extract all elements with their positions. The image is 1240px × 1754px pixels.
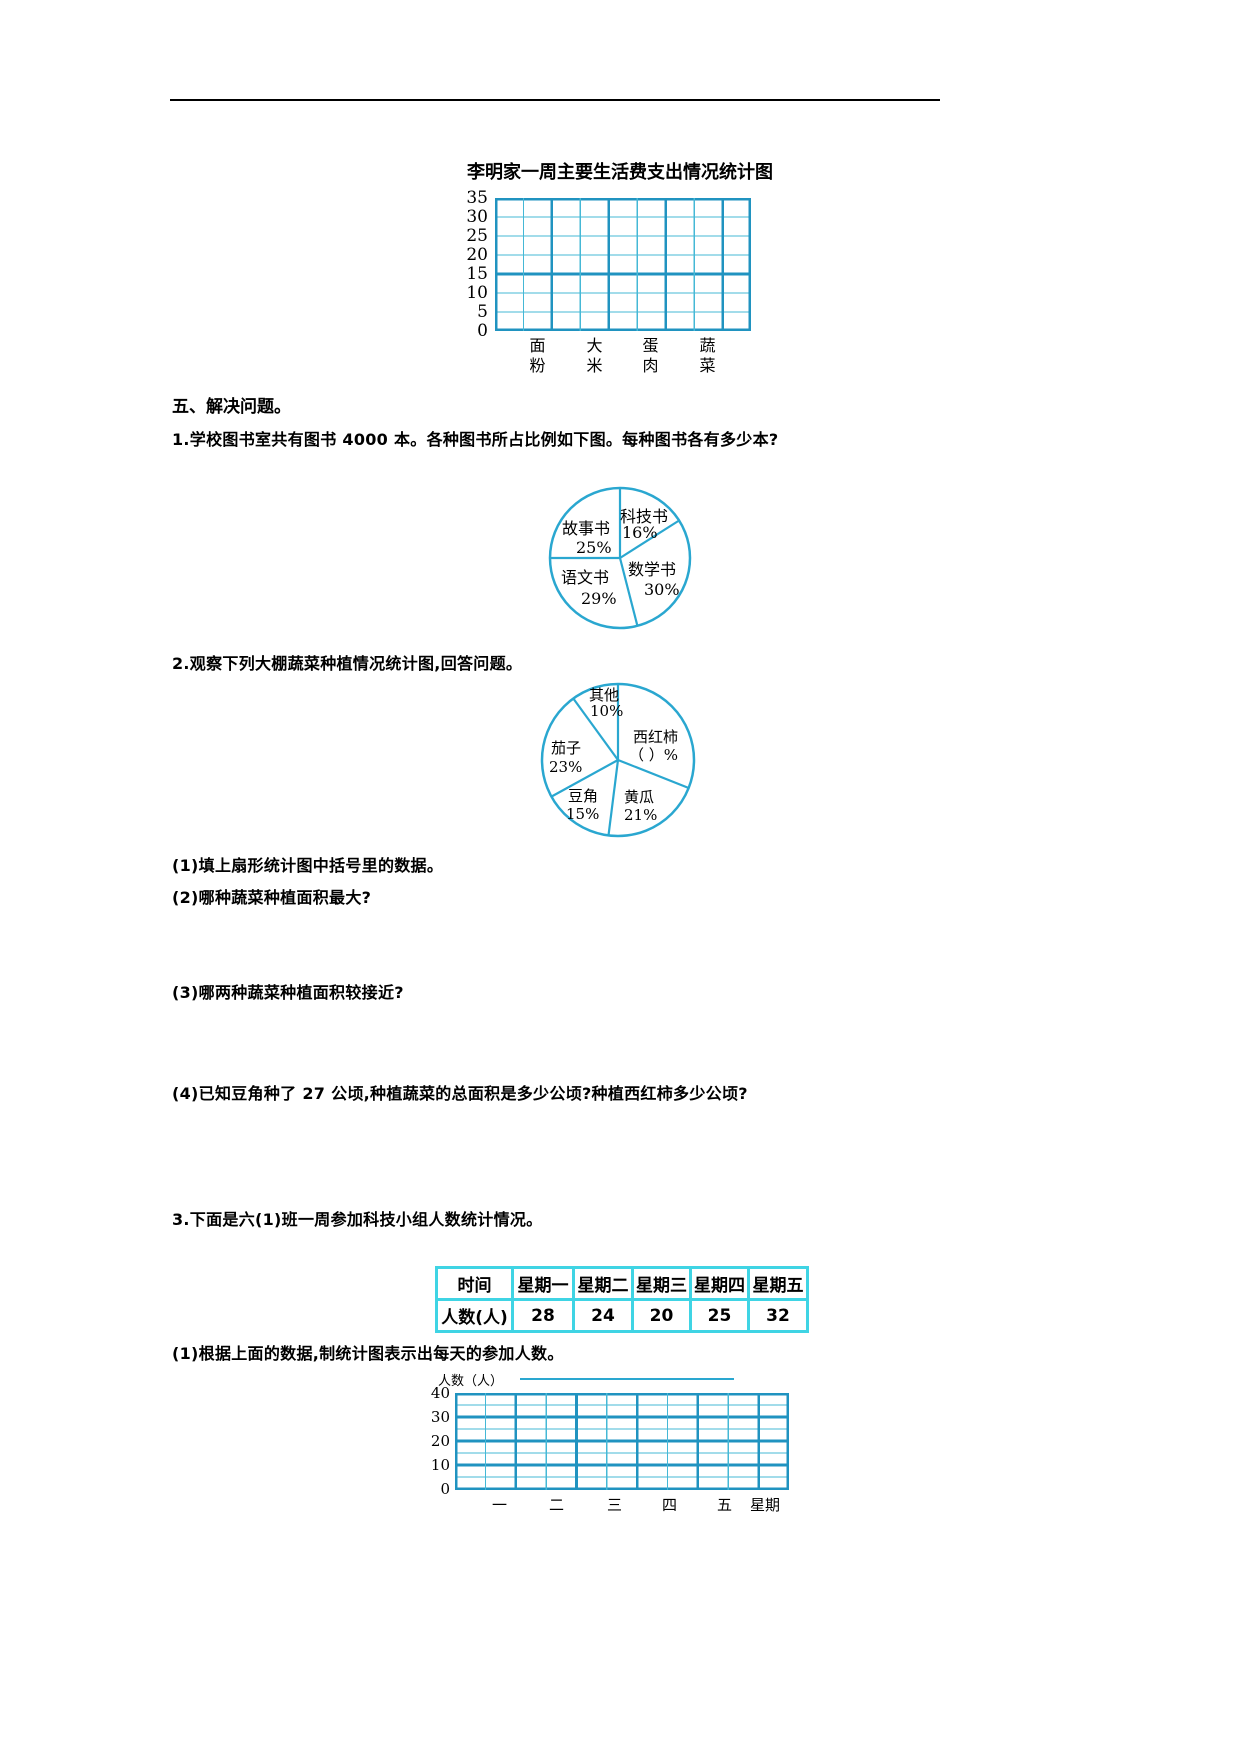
table-value-wed: 20 [631,1298,692,1333]
pie2-label-xihongshi: 西红柿 [633,728,679,746]
chart1-ytick-10: 10 [466,283,488,303]
chart2-ytick-40: 40 [430,1384,450,1402]
pie1-label-keji: 科技书 [620,507,669,526]
chart2-grid-svg [455,1393,789,1490]
pie1-pct-gushi: 25% [576,538,612,557]
question2-sub1: (1)填上扇形统计图中括号里的数据。 [172,856,444,875]
question3-text: 3.下面是六(1)班一周参加科技小组人数统计情况。 [172,1210,543,1229]
pie1-label-shuxue: 数学书 [628,560,677,579]
chart1-grid [495,198,751,331]
chart2-title-line [520,1378,734,1380]
chart2-ylabel: 人数（人） [438,1374,504,1389]
chart1-ytick-30: 30 [466,207,488,227]
table-data-row: 人数(人) 28 24 20 25 32 [435,1298,809,1333]
question2-sub3: (3)哪两种蔬菜种植面积较接近? [172,983,404,1002]
pie1-svg [548,486,692,630]
chart2-xlabel-wed: 三 [607,1496,623,1514]
chart2-ytick-0: 0 [440,1480,450,1498]
pie2-pct-qiezi: 23% [549,758,583,776]
chart2-ytick-10: 10 [430,1456,450,1474]
chart2-grid [455,1393,789,1490]
pie2-svg [540,682,696,838]
question3-sub1: (1)根据上面的数据,制统计图表示出每天的参加人数。 [172,1344,564,1363]
chart2-xlabel-mon: 一 [492,1496,508,1514]
question2-sub4: (4)已知豆角种了 27 公顷,种植蔬菜的总面积是多少公顷?种植西红柿多少公顷? [172,1084,748,1103]
table-header-time: 时间 [435,1266,514,1301]
table-value-fri: 32 [747,1298,809,1333]
chart1-title: 李明家一周主要生活费支出情况统计图 [467,162,773,183]
chart2-xlabel-tue: 二 [549,1496,565,1514]
chart1-xlabel-mianfen: 面粉 [529,336,546,375]
question2-text: 2.观察下列大棚蔬菜种植情况统计图,回答问题。 [172,654,523,673]
chart1-xlabel-danrou: 蛋肉 [642,336,659,375]
question2-sub2: (2)哪种蔬菜种植面积最大? [172,888,372,907]
pie1-label-gushi: 故事书 [562,519,611,538]
chart1-ytick-20: 20 [466,245,488,265]
pie1-pct-yuwen: 29% [581,589,617,608]
pie1-pct-shuxue: 30% [644,580,680,599]
pie2-label-doujiao: 豆角 [568,787,599,805]
pie1-pct-keji: 16% [622,523,658,542]
chart2-xunit: 星期 [750,1496,781,1514]
table-row-label: 人数(人) [435,1298,514,1333]
chart1-ytick-25: 25 [466,226,488,246]
table-header-thu: 星期四 [689,1266,750,1301]
pie2-label-qiezi: 茄子 [551,739,582,757]
table-header-fri: 星期五 [747,1266,809,1301]
chart1-xlabel-dami: 大米 [586,336,603,375]
pie1-chart [540,480,700,640]
chart2-xlabel-fri: 五 [717,1496,733,1514]
chart1-ytick-35: 35 [466,188,488,208]
pie2-pct-xihongshi: （ ）% [629,746,679,764]
header-rule [170,99,940,101]
chart1-ytick-5: 5 [477,302,488,322]
pie1-label-yuwen: 语文书 [561,568,610,587]
chart1-ytick-0: 0 [477,321,488,341]
chart1-xlabel-shucai: 蔬菜 [699,336,716,375]
table-value-thu: 25 [689,1298,750,1333]
pie2-pct-doujiao: 15% [566,805,600,823]
table-header-wed: 星期三 [631,1266,692,1301]
chart1-ytick-15: 15 [466,264,488,284]
chart2-ytick-30: 30 [430,1408,450,1426]
pie2-chart [538,680,702,844]
question1-text: 1.学校图书室共有图书 4000 本。各种图书所占比例如下图。每种图书各有多少本… [172,430,779,449]
table-header-row: 时间 星期一 星期二 星期三 星期四 星期五 [435,1266,809,1301]
pie2-pct-huanggua: 21% [624,806,658,824]
table-value-mon: 28 [511,1298,575,1333]
stats-table: 时间 星期一 星期二 星期三 星期四 星期五 人数(人) 28 24 20 25… [435,1266,809,1333]
chart1-grid-svg [495,198,751,331]
pie2-label-qita: 其他 [589,686,620,704]
chart2-ytick-20: 20 [430,1432,450,1450]
pie2-label-huanggua: 黄瓜 [624,788,655,806]
table-header-tue: 星期二 [572,1266,634,1301]
section-heading: 五、解决问题。 [172,397,291,417]
table-value-tue: 24 [572,1298,634,1333]
pie2-pct-qita: 10% [590,702,624,720]
chart2-xlabel-thu: 四 [662,1496,678,1514]
table-header-mon: 星期一 [511,1266,575,1301]
